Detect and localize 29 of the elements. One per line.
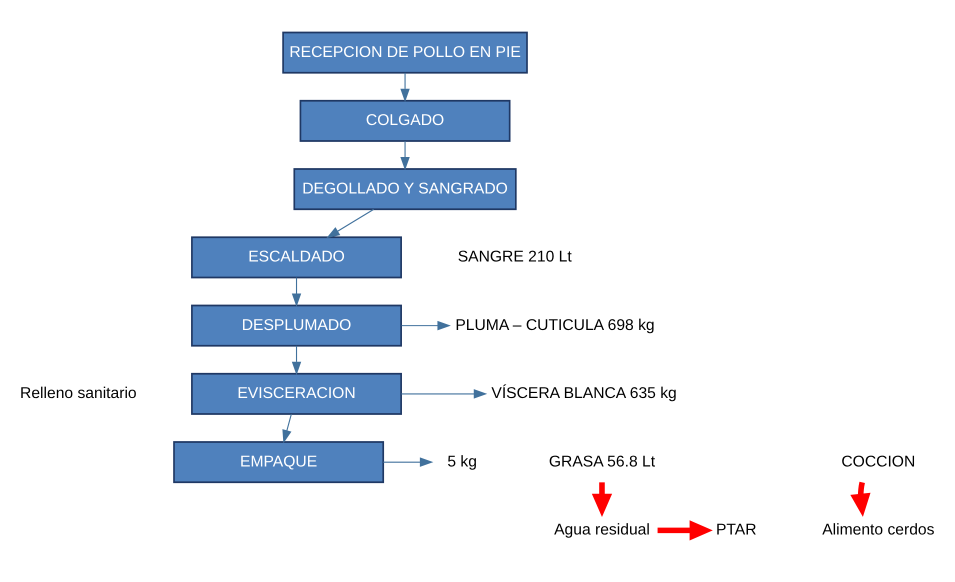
node-box: DEGOLLADO Y SANGRADO	[293, 168, 517, 210]
arrow	[658, 520, 713, 540]
node-box: ESCALDADO	[191, 236, 402, 278]
arrow	[292, 277, 302, 306]
arrow	[292, 345, 302, 375]
node-text: VÍSCERA BLANCA 635 kg	[491, 384, 677, 402]
node-box: EMPAQUE	[173, 440, 384, 483]
node-text: PLUMA – CUTICULA 698 kg	[455, 316, 655, 334]
node-text: PTAR	[716, 521, 757, 538]
node-text: 5 kg	[447, 452, 477, 470]
arrow	[326, 208, 374, 238]
arrow	[383, 456, 434, 466]
arrow	[592, 482, 612, 516]
node-box: COLGADO	[300, 99, 510, 142]
node-text: Alimento cerdos	[822, 521, 934, 538]
node-box: DESPLUMADO	[191, 304, 402, 346]
arrow	[282, 413, 292, 443]
node-text: COCCION	[841, 452, 916, 470]
node-box: EVISCERACION	[191, 372, 402, 414]
arrow	[400, 72, 410, 102]
arrow	[401, 388, 488, 398]
node-text: GRASA 56.8 Lt	[548, 452, 656, 470]
node-box: RECEPCION DE POLLO EN PIE	[282, 31, 528, 74]
node-text: Agua residual	[554, 521, 650, 538]
label: SANGRE 210 Lt	[458, 248, 572, 266]
arrow	[400, 140, 410, 170]
label: Relleno sanitario	[20, 384, 137, 402]
arrow	[850, 481, 871, 516]
arrow	[402, 320, 451, 330]
